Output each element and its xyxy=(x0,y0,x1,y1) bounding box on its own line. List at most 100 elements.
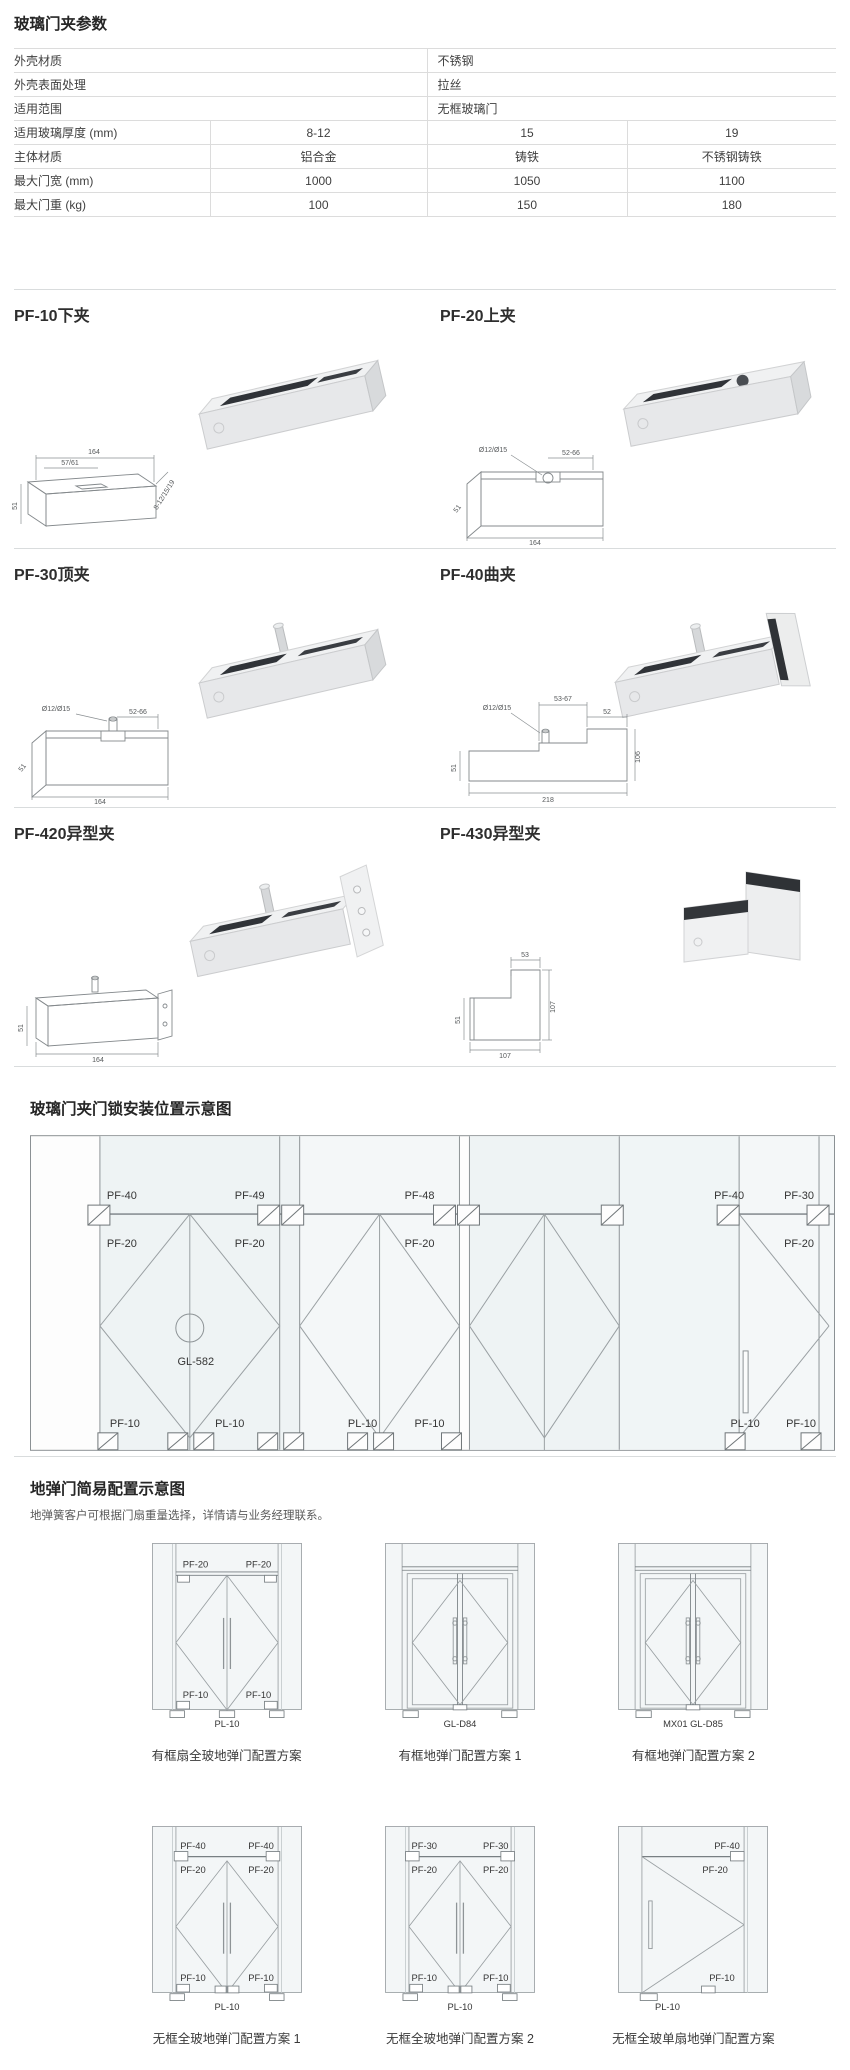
door-label: PF-40 xyxy=(180,1841,206,1851)
door-label: PF-20 xyxy=(180,1865,206,1875)
door-label: PL-10 xyxy=(655,2002,680,2012)
door-config-2: GL-D84 有框地弹门配置方案 1 xyxy=(385,1543,535,1764)
clamp-photo-shape xyxy=(622,360,812,447)
spec-value: 8-12 xyxy=(210,120,428,145)
door-diagram: PF-40 PF-20 PF-10 PL-10 xyxy=(618,1826,769,2012)
dim-51: 51 xyxy=(455,1016,462,1024)
spec-value: 不锈钢铸铁 xyxy=(627,144,837,169)
product-title: PF-420异型夹 xyxy=(14,826,115,843)
door-structure xyxy=(151,1543,302,1718)
door-label: PF-10 xyxy=(248,1973,274,1983)
spec-label: 外壳表面处理 xyxy=(14,72,428,97)
dim-51: 51 xyxy=(18,763,28,774)
dim-57-61: 57/61 xyxy=(61,460,79,467)
product-title: PF-20上夹 xyxy=(440,308,516,325)
door-config-1: PF-20 PF-20 PF-10 PF-10 PL-10 有框扇全玻地弹门配置… xyxy=(152,1543,302,1764)
spec-value: 铸铁 xyxy=(427,144,628,169)
dim-52: 52 xyxy=(603,709,611,716)
dimension-lines xyxy=(466,454,604,541)
door-caption: 有框扇全玻地弹门配置方案 xyxy=(151,1749,302,1763)
product-title: PF-40曲夹 xyxy=(440,567,516,584)
dim-164: 164 xyxy=(529,540,541,546)
door-label: PF-20 xyxy=(703,1865,729,1875)
install-label: PF-20 xyxy=(235,1238,265,1250)
dimension-lines xyxy=(31,713,169,800)
door-label: PF-10 xyxy=(245,1690,271,1700)
dimension-lines xyxy=(459,702,636,796)
door-label: PF-10 xyxy=(710,1973,736,1983)
dim-107-bottom: 107 xyxy=(499,1053,511,1060)
product-row-a: PF-10下夹 xyxy=(0,290,850,548)
table-row: 适用玻璃厚度 (mm) 8-12 15 19 xyxy=(14,120,837,145)
spec-value: 1050 xyxy=(427,168,628,193)
spec-table: 外壳材质 不锈钢 外壳表面处理 拉丝 适用范围 无框玻璃门 适用玻璃厚度 (mm… xyxy=(14,48,837,217)
dim-53: 53 xyxy=(521,952,529,959)
spec-value: 150 xyxy=(427,192,628,217)
door-label: MX01 GL-D85 xyxy=(663,1719,723,1729)
door-label: PL-10 xyxy=(214,1719,239,1729)
door-structure xyxy=(618,1826,769,2001)
spec-value: 100 xyxy=(210,192,428,217)
spec-label: 主体材质 xyxy=(14,144,211,169)
product-title: PF-10下夹 xyxy=(14,308,90,325)
door-label: PF-20 xyxy=(483,1865,509,1875)
door-label: PF-10 xyxy=(483,1973,509,1983)
spec-value: 拉丝 xyxy=(427,72,837,97)
technical-drawing: 164 57/61 8-12/15/19 51 xyxy=(12,449,177,527)
install-label: PF-10 xyxy=(786,1418,816,1430)
install-label: PF-10 xyxy=(110,1418,140,1430)
spec-label: 适用范围 xyxy=(14,96,428,121)
door-diagram: PF-20 PF-20 PF-10 PF-10 PL-10 xyxy=(151,1543,302,1729)
door-label: GL-D84 xyxy=(444,1719,477,1729)
lock-mark xyxy=(175,1313,205,1343)
dim-53-67: 53-67 xyxy=(554,696,572,703)
product-body: 164 57/61 8-12/15/19 51 xyxy=(0,330,425,548)
glass-panels xyxy=(30,1135,835,1451)
dim-218: 218 xyxy=(542,797,554,804)
door-label: PF-30 xyxy=(483,1841,509,1851)
dim-51: 51 xyxy=(18,1024,25,1032)
product-body: Ø12/Ø15 52-66 51 164 xyxy=(425,330,850,548)
clamp-photo-shape xyxy=(197,359,387,450)
door-label: PL-10 xyxy=(214,2002,239,2012)
install-diagram: GL-582 PF-40 PF-49 PF-48 PF-40 PF-30 PF-… xyxy=(30,1135,835,1451)
door-label: PF-20 xyxy=(182,1560,208,1570)
product-pf420: PF-420异型夹 xyxy=(0,808,425,1066)
door-label: PF-40 xyxy=(715,1841,741,1851)
install-label: PF-10 xyxy=(415,1418,445,1430)
product-photo xyxy=(197,359,387,450)
elevation-shape xyxy=(466,471,604,539)
divider xyxy=(14,1456,836,1457)
elevation-shape xyxy=(31,716,169,798)
spec-value: 180 xyxy=(627,192,837,217)
elevation-shape xyxy=(468,728,628,782)
door-diagram: PF-40 PF-40 PF-20 PF-20 PF-10 PF-10 PL-1… xyxy=(151,1826,302,2012)
iso-box xyxy=(26,473,158,527)
clamp-photo-shape xyxy=(197,622,387,719)
dim-164: 164 xyxy=(92,1057,104,1064)
spec-label: 适用玻璃厚度 (mm) xyxy=(14,120,211,145)
dim-164: 164 xyxy=(94,799,106,805)
spec-value: 1100 xyxy=(627,168,837,193)
dim-hole: Ø12/Ø15 xyxy=(479,447,508,454)
divider xyxy=(14,289,836,290)
spec-section-title: 玻璃门夹参数 xyxy=(14,16,108,33)
dimension-lines xyxy=(20,455,169,524)
dim-106: 106 xyxy=(635,751,642,763)
door-label: PF-20 xyxy=(245,1560,271,1570)
table-row: 适用范围 无框玻璃门 xyxy=(14,96,837,121)
door-label: PF-20 xyxy=(411,1865,436,1875)
product-body: 53 51 107 107 xyxy=(425,848,850,1066)
spec-value: 铝合金 xyxy=(210,144,428,169)
dim-52-66: 52-66 xyxy=(129,709,147,716)
spec-value: 不锈钢 xyxy=(427,48,837,73)
lock-label: GL-582 xyxy=(177,1356,214,1368)
install-label: PL-10 xyxy=(730,1418,759,1430)
table-row: 外壳表面处理 拉丝 xyxy=(14,72,837,97)
install-label: PF-40 xyxy=(107,1190,137,1202)
product-row-c: PF-420异型夹 xyxy=(0,808,850,1066)
door-config-4: PF-40 PF-40 PF-20 PF-20 PF-10 PF-10 PL-1… xyxy=(151,1826,302,2047)
install-label: PF-20 xyxy=(107,1238,137,1250)
install-label: PF-20 xyxy=(405,1238,435,1250)
